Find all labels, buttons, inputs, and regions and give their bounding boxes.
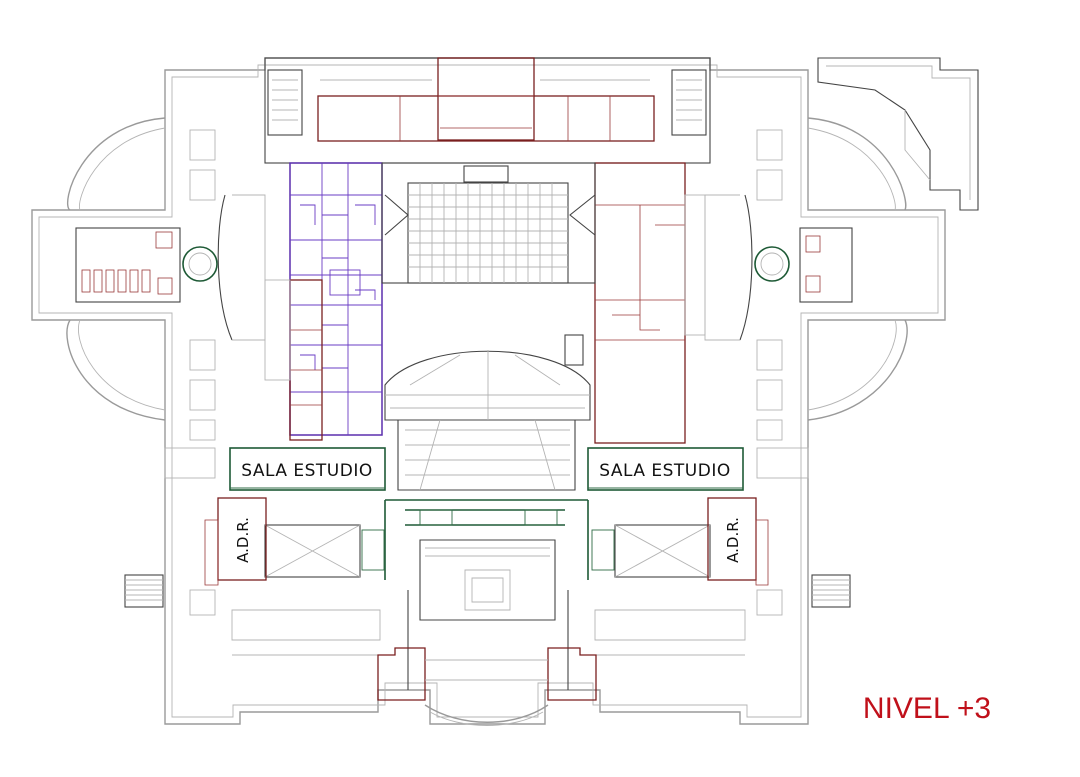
green-corridor [361,499,615,580]
purple-office-zone [289,162,383,436]
west-wing [75,194,266,341]
adr-left-label: A.D.R. [234,517,252,563]
level-label: NIVEL +3 [863,692,991,725]
adr-right-label: A.D.R. [724,517,742,563]
sala-estudio-right-zone [587,447,744,491]
entrance-towers [377,647,597,726]
auditorium [381,162,596,491]
grand-staircase [407,539,569,690]
north-block [264,57,711,164]
sala-estudio-left-zone [229,447,386,491]
building-outline [31,57,979,725]
sala-estudio-left-label: SALA ESTUDIO [241,461,372,481]
right-brown-zone [594,162,706,444]
sala-estudio-right-label: SALA ESTUDIO [599,461,730,481]
lower-service-blocks [204,497,769,586]
left-brown-rooms [264,279,323,441]
